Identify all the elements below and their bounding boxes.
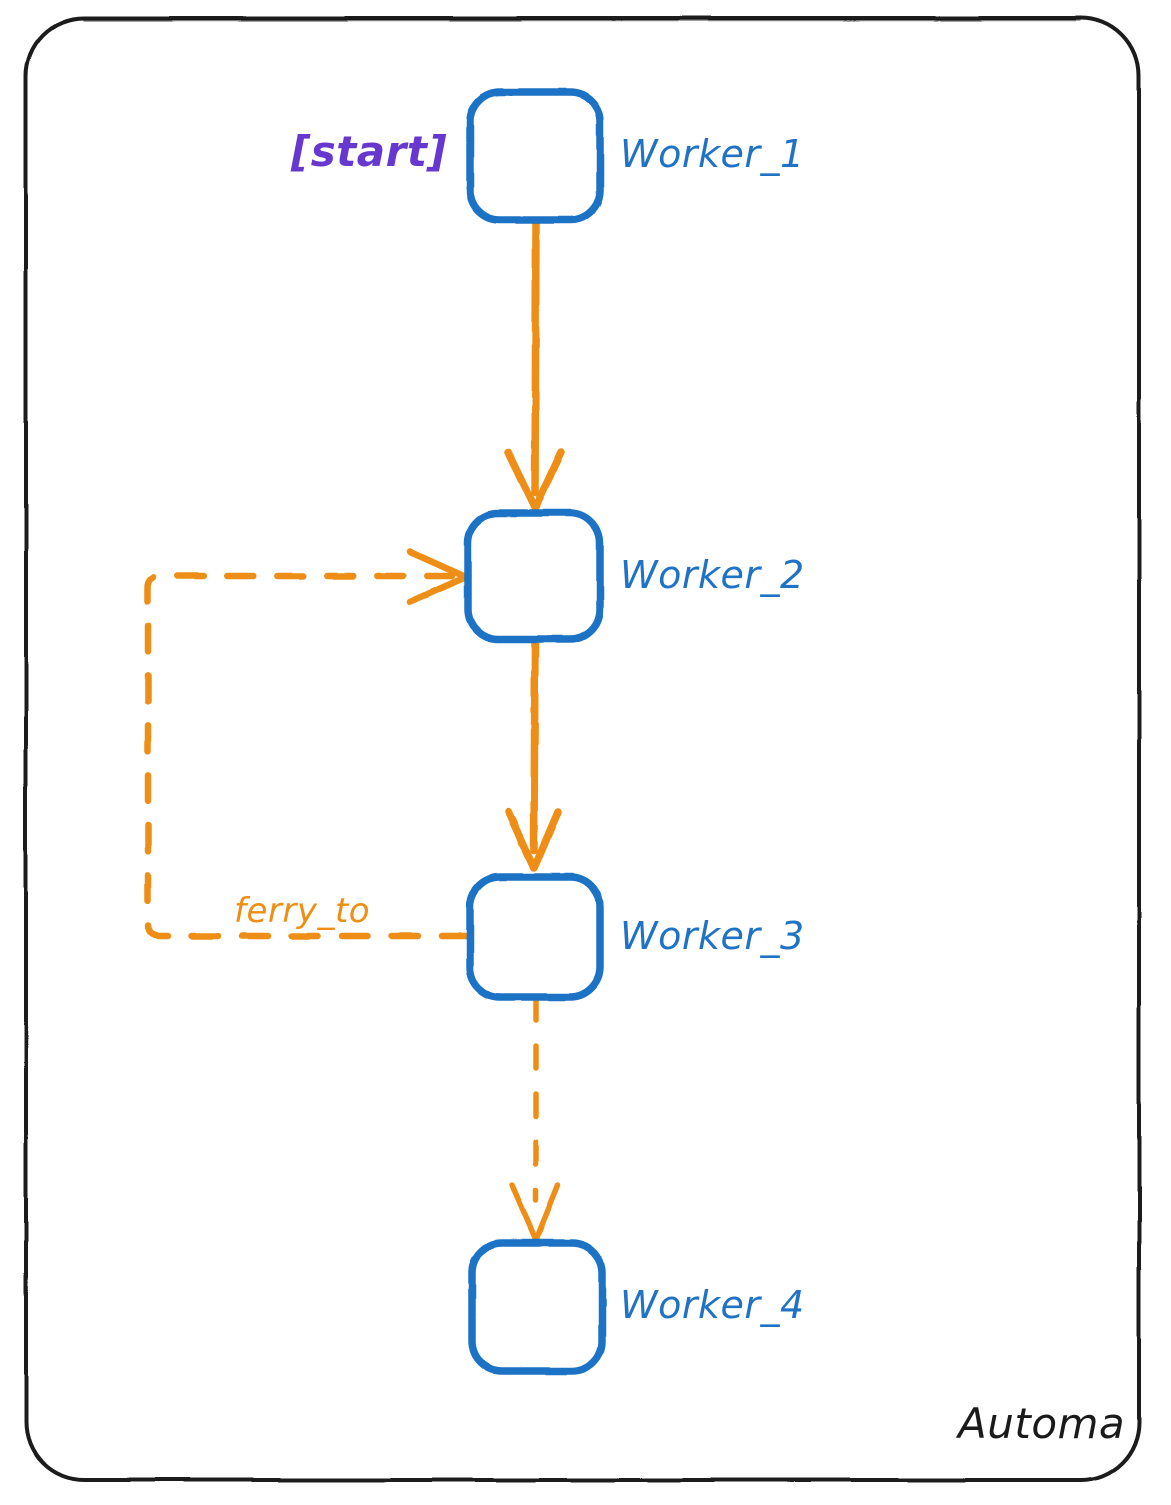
edge-worker3-worker2-ferry-to — [144, 548, 472, 940]
automa-watermark: Automa — [958, 1399, 1126, 1448]
diagram-frame — [24, 16, 1141, 1482]
node-worker-1[interactable] — [466, 88, 604, 224]
start-marker-label: [start] — [291, 127, 448, 176]
node-worker-3[interactable] — [466, 873, 604, 1001]
node-worker-2[interactable] — [464, 509, 604, 643]
node-label-worker-4: Worker_4 — [620, 1283, 805, 1327]
node-label-worker-3: Worker_3 — [620, 914, 805, 958]
node-label-worker-2: Worker_2 — [620, 553, 805, 597]
edge-worker1-worker2 — [504, 218, 565, 512]
node-worker-4[interactable] — [468, 1239, 606, 1375]
edge-label-ferry-to: ferry_to — [234, 891, 371, 931]
edge-worker3-worker4 — [509, 995, 561, 1243]
node-label-worker-1: Worker_1 — [620, 132, 805, 176]
edge-worker2-worker3 — [505, 636, 562, 872]
